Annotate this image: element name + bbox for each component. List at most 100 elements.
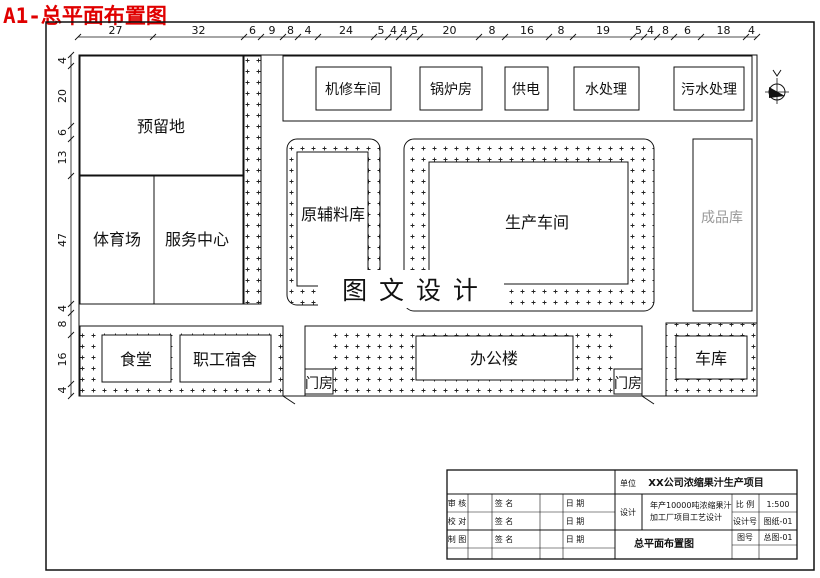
label-gymnasium: 体育场 bbox=[93, 230, 141, 249]
dimension-tick bbox=[742, 33, 750, 41]
tb-row-2-date-label: 日 期 bbox=[566, 517, 585, 526]
building-gate-house-right bbox=[613, 368, 643, 395]
dimension-tick bbox=[405, 33, 413, 41]
tb-scale-value: 1:500 bbox=[766, 500, 789, 509]
left-dimension-ticks bbox=[67, 51, 75, 400]
dimension-tick bbox=[653, 33, 661, 41]
dimension-tick bbox=[753, 33, 761, 41]
tb-row-3-label: 制 图 bbox=[448, 534, 467, 544]
gate-gap-left bbox=[306, 327, 333, 369]
sheet-title: A1-总平面布置图 bbox=[3, 4, 167, 28]
tb-design-no-value: 图纸-01 bbox=[763, 516, 792, 526]
tb-scale-label: 比 例 bbox=[736, 499, 755, 509]
top-dimension-label: 4 bbox=[390, 24, 397, 37]
dimension-tick bbox=[640, 33, 648, 41]
top-dimension-label: 6 bbox=[684, 24, 691, 37]
dimension-tick bbox=[697, 33, 705, 41]
label-garage: 车库 bbox=[695, 349, 727, 368]
tb-row-1-date-label: 日 期 bbox=[566, 499, 585, 508]
top-dimension-label: 18 bbox=[717, 24, 731, 37]
top-dimension-label: 27 bbox=[109, 24, 123, 37]
tb-design-label: 设计 bbox=[620, 507, 636, 517]
dimension-tick bbox=[67, 135, 75, 143]
top-dimension-label: 4 bbox=[647, 24, 654, 37]
title-block: 单位 XX公司浓缩果汁生产项目 设计 年产10000吨浓缩果汁 加工厂项目工艺设… bbox=[446, 469, 798, 560]
dimension-tick bbox=[67, 300, 75, 308]
top-dimension-label: 20 bbox=[443, 24, 457, 37]
left-dimension-label: 4 bbox=[56, 57, 69, 64]
tb-design-no-label: 设计号 bbox=[733, 516, 757, 526]
dimension-tick bbox=[67, 392, 75, 400]
top-dimension-label: 9 bbox=[269, 24, 276, 37]
left-dimension-label: 20 bbox=[56, 89, 69, 103]
building-staff-dormitory bbox=[179, 334, 272, 383]
gate-curb-right bbox=[641, 395, 655, 405]
watermark-text: 图 文 设 计 bbox=[342, 276, 480, 305]
drawing-frame bbox=[45, 21, 815, 571]
label-canteen: 食堂 bbox=[120, 350, 152, 369]
left-dimension-label: 13 bbox=[56, 151, 69, 165]
building-office bbox=[415, 335, 574, 381]
gate-curb-left bbox=[282, 395, 296, 405]
dimension-tick bbox=[545, 33, 553, 41]
tb-drawing-no-label: 图号 bbox=[737, 533, 753, 542]
top-dimension-label: 5 bbox=[635, 24, 642, 37]
top-dimension-label: 8 bbox=[558, 24, 565, 37]
building-gate-house-left bbox=[304, 368, 334, 395]
label-gate-house-left: 门房 bbox=[305, 376, 333, 392]
left-dimension-label: 4 bbox=[56, 387, 69, 394]
left-dimension-label: 6 bbox=[56, 129, 69, 136]
dimension-tick bbox=[74, 33, 82, 41]
tb-row-1-label: 审 核 bbox=[448, 498, 467, 508]
top-dimension-label: 19 bbox=[596, 24, 610, 37]
dimension-tick bbox=[67, 51, 75, 59]
tb-unit-label: 单位 bbox=[620, 478, 636, 488]
label-raw-material-store: 原辅料库 bbox=[301, 205, 365, 224]
building-power-supply bbox=[504, 66, 549, 111]
left-dimension-label: 4 bbox=[56, 305, 69, 312]
gate-gap-right bbox=[613, 327, 641, 369]
watermark-backdrop bbox=[318, 270, 504, 308]
dimension-tick bbox=[370, 33, 378, 41]
label-water-treatment: 水处理 bbox=[585, 82, 627, 98]
tb-row-2-label: 校 对 bbox=[448, 516, 467, 526]
label-boiler-room: 锅炉房 bbox=[430, 82, 472, 98]
dimension-tick bbox=[629, 33, 637, 41]
building-repair-workshop bbox=[315, 66, 392, 111]
top-dimension-label: 5 bbox=[411, 24, 418, 37]
dimension-tick bbox=[279, 33, 287, 41]
building-boiler-room bbox=[419, 66, 483, 111]
utility-zone bbox=[282, 55, 753, 122]
dimension-tick bbox=[670, 33, 678, 41]
label-staff-dormitory: 职工宿舍 bbox=[193, 350, 257, 369]
left-dimension-label: 47 bbox=[56, 233, 69, 247]
dimension-tick bbox=[501, 33, 509, 41]
top-dimension-label: 8 bbox=[662, 24, 669, 37]
dimension-tick bbox=[240, 33, 248, 41]
north-arrow-icon bbox=[765, 69, 789, 104]
green-strip-vertical bbox=[243, 55, 262, 305]
dimension-tick bbox=[67, 172, 75, 180]
label-production-workshop: 生产车间 bbox=[505, 213, 569, 232]
label-finished-goods-store: 成品库 bbox=[701, 210, 743, 226]
top-dimension-label: 4 bbox=[401, 24, 408, 37]
label-sewage-treatment: 污水处理 bbox=[681, 82, 737, 98]
tb-row-3-date-label: 日 期 bbox=[566, 535, 585, 544]
dimension-tick bbox=[149, 33, 157, 41]
tb-design-desc-1: 年产10000吨浓缩果汁 bbox=[650, 500, 731, 510]
building-finished-goods-store bbox=[692, 138, 753, 312]
tb-drawing-name: 总平面布置图 bbox=[634, 537, 694, 550]
dimension-tick bbox=[67, 331, 75, 339]
label-reserved-land: 预留地 bbox=[137, 117, 185, 136]
tb-row-1-sign-label: 签 名 bbox=[495, 498, 514, 508]
label-gate-house-right: 门房 bbox=[614, 376, 642, 392]
building-garage bbox=[675, 335, 748, 380]
tb-drawing-no-value: 总图-01 bbox=[763, 532, 792, 542]
top-dimension-label: 5 bbox=[378, 24, 385, 37]
dimension-tick bbox=[314, 33, 322, 41]
dimension-tick bbox=[67, 309, 75, 317]
top-dimension-label: 8 bbox=[489, 24, 496, 37]
